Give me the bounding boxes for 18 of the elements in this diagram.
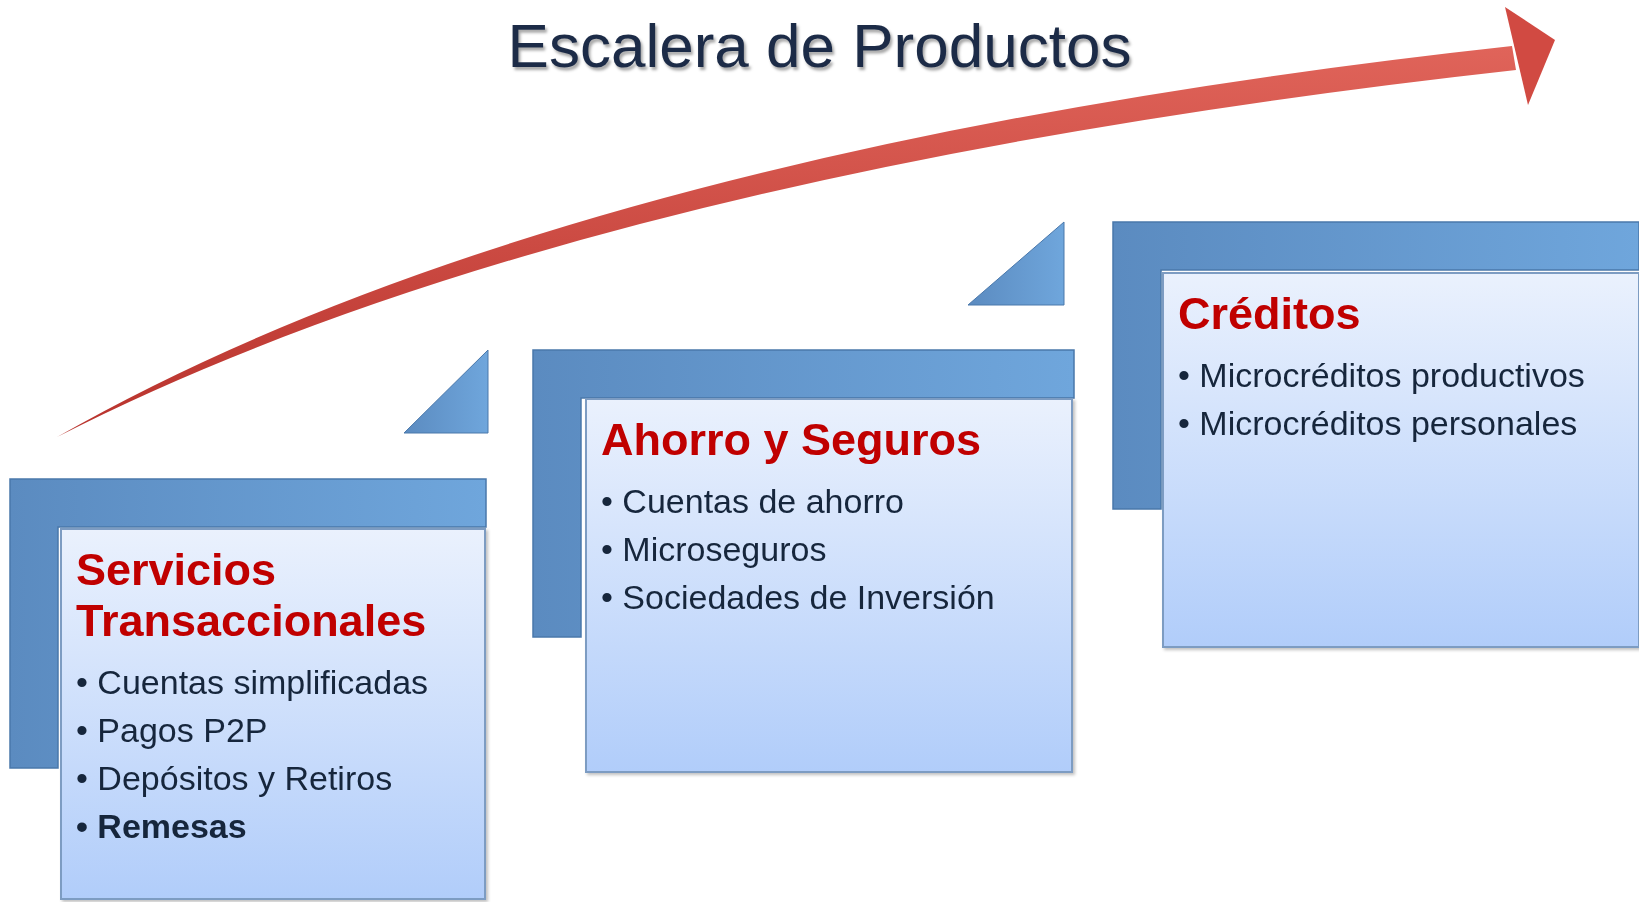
bullet-item: • Sociedades de Inversión	[601, 577, 996, 618]
bullet-item: • Pagos P2P	[76, 710, 269, 751]
bullet-item: • Microcréditos personales	[1178, 403, 1579, 444]
bullet-item: • Microseguros	[601, 529, 828, 570]
step-triangle	[967, 221, 1065, 306]
panel-heading: Créditos	[1178, 288, 1362, 339]
text-panel	[60, 528, 486, 900]
bullet-item: • Cuentas de ahorro	[601, 481, 905, 522]
bullet-item: • Remesas	[76, 806, 248, 847]
bullet-item: • Microcréditos productivos	[1178, 355, 1586, 396]
bullet-item: • Cuentas simplificadas	[76, 662, 430, 703]
text-panel	[585, 398, 1073, 773]
step-triangle	[403, 349, 489, 434]
panel-heading: Servicios Transaccionales	[76, 544, 428, 646]
title: Escalera de Productos	[506, 10, 1133, 81]
text-panel	[1162, 272, 1639, 648]
bullet-item: • Depósitos y Retiros	[76, 758, 394, 799]
panel-heading: Ahorro y Seguros	[601, 414, 983, 465]
